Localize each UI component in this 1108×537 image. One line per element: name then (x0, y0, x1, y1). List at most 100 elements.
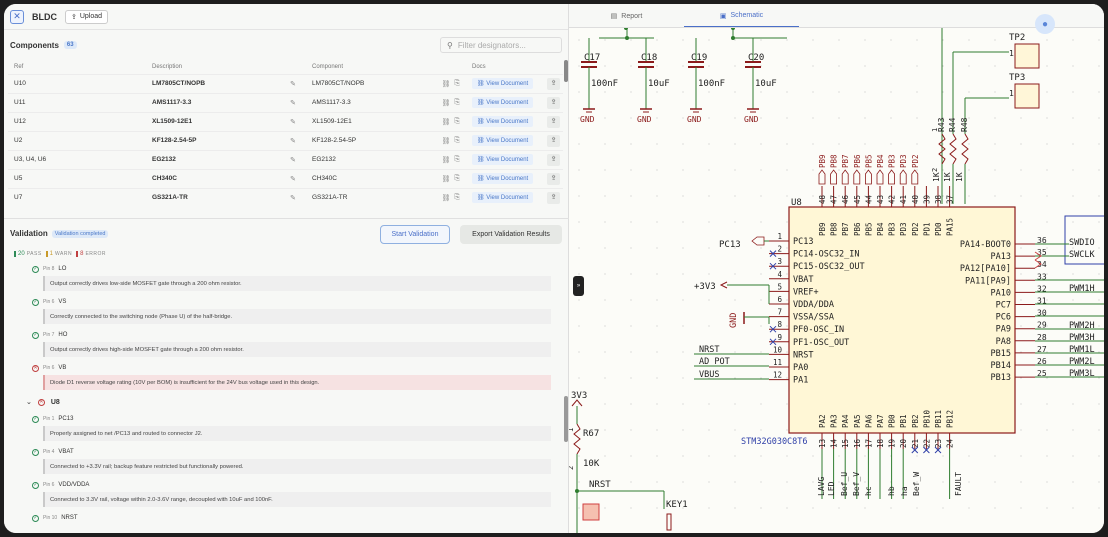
link-icon[interactable]: ⛓ (441, 156, 451, 164)
schematic-canvas[interactable]: C17100nFGNDC1810uFGNDC19100nFGNDC2010uFG… (569, 4, 1104, 533)
edit-pencil-icon[interactable]: ✎ (290, 80, 296, 88)
component-link[interactable]: GS321A-TR (312, 193, 348, 201)
link-icon[interactable]: ⛓ (441, 80, 451, 88)
view-document-button[interactable]: ⛓ View Document (472, 97, 534, 108)
grid-dot (1046, 143, 1048, 145)
upload-doc-icon[interactable]: ⇪ (547, 134, 560, 147)
key1-switch[interactable] (666, 513, 672, 531)
edit-pencil-icon[interactable]: ✎ (290, 137, 296, 145)
grid-dot (786, 143, 788, 145)
component-link[interactable]: KF128-2.54-5P (312, 136, 357, 144)
grid-dot (760, 507, 762, 509)
edit-pencil-icon[interactable]: ✎ (290, 118, 296, 126)
upload-doc-icon[interactable]: ⇪ (547, 191, 560, 204)
upload-button[interactable]: ⇪Upload (65, 9, 109, 24)
grid-dot (708, 91, 710, 93)
view-document-button[interactable]: ⛓ View Document (472, 116, 534, 127)
test-point-2[interactable] (1014, 43, 1040, 69)
export-validation-results-button[interactable]: Export Validation Results (460, 225, 562, 244)
component-link[interactable]: AMS1117-3.3 (312, 98, 351, 106)
view-document-button[interactable]: ⛓ View Document (472, 173, 534, 184)
u8-ic-body[interactable] (788, 206, 1016, 434)
upload-doc-icon[interactable]: ⇪ (547, 115, 560, 128)
no-connect (769, 250, 777, 257)
component-link[interactable]: XL1509-12E1 (312, 117, 352, 125)
component-link[interactable]: CH340C (312, 174, 337, 182)
grid-dot (734, 507, 736, 509)
error-circle-icon: ✕ (37, 398, 45, 406)
selected-component[interactable] (582, 503, 600, 521)
component-link[interactable]: EG2132 (312, 155, 336, 163)
copy-icon[interactable]: ⎘ (454, 174, 460, 182)
upload-doc-icon[interactable]: ⇪ (547, 77, 560, 90)
upload-doc-icon[interactable]: ⇪ (547, 96, 560, 109)
grid-dot (1072, 195, 1074, 197)
edit-pencil-icon[interactable]: ✎ (290, 194, 296, 202)
app-logo-icon[interactable]: ✕ (10, 9, 24, 24)
grid-dot (708, 481, 710, 483)
grid-dot (864, 169, 866, 171)
edit-pencil-icon[interactable]: ✎ (290, 99, 296, 107)
grid-dot (630, 325, 632, 327)
component-link[interactable]: LM7805CT/NOPB (312, 79, 365, 87)
grid-dot (656, 169, 658, 171)
link-icon[interactable]: ⛓ (441, 175, 451, 183)
link-icon[interactable]: ⛓ (441, 194, 451, 202)
link-icon[interactable]: ⛓ (441, 137, 451, 145)
filter-designators-input[interactable]: ⚲ Filter designators... (440, 37, 562, 53)
link-icon[interactable]: ⛓ (441, 99, 451, 107)
copy-icon[interactable]: ⎘ (454, 155, 460, 163)
view-document-button[interactable]: ⛓ View Document (472, 78, 534, 89)
user-avatar-icon[interactable]: ● (1035, 14, 1055, 34)
edit-pencil-icon[interactable]: ✎ (290, 156, 296, 164)
validation-scrollbar[interactable] (564, 396, 568, 442)
edit-pencil-icon[interactable]: ✎ (290, 175, 296, 183)
grid-dot (994, 481, 996, 483)
start-validation-button[interactable]: Start Validation (380, 225, 450, 244)
copy-icon[interactable]: ⎘ (454, 136, 460, 144)
copy-icon[interactable]: ⎘ (454, 117, 460, 125)
view-document-button[interactable]: ⛓ View Document (472, 135, 534, 146)
grid-dot (1046, 117, 1048, 119)
grid-dot (604, 429, 606, 431)
validation-group-u8[interactable]: ⌄✕U8 (26, 394, 552, 410)
tab-report[interactable]: ▤Report (610, 12, 643, 21)
tab-schematic[interactable]: ▣Schematic (684, 5, 799, 27)
grid-dot (916, 39, 918, 41)
test-point-3[interactable] (1014, 83, 1040, 109)
copy-icon[interactable]: ⎘ (454, 193, 460, 201)
copy-icon[interactable]: ⎘ (454, 79, 460, 87)
view-document-button[interactable]: ⛓ View Document (472, 192, 534, 204)
panel-resize-handle[interactable]: » (573, 276, 584, 296)
grid-dot (864, 507, 866, 509)
link-icon[interactable]: ⛓ (441, 118, 451, 126)
upload-doc-icon[interactable]: ⇪ (547, 172, 560, 185)
pin-name: HO (58, 332, 68, 338)
view-document-button[interactable]: ⛓ View Document (472, 154, 534, 165)
grid-dot (604, 39, 606, 41)
grid-dot (682, 169, 684, 171)
upload-doc-icon[interactable]: ⇪ (547, 153, 560, 166)
copy-icon[interactable]: ⎘ (454, 98, 460, 106)
components-scrollbar[interactable] (564, 60, 568, 82)
grid-dot (760, 325, 762, 327)
